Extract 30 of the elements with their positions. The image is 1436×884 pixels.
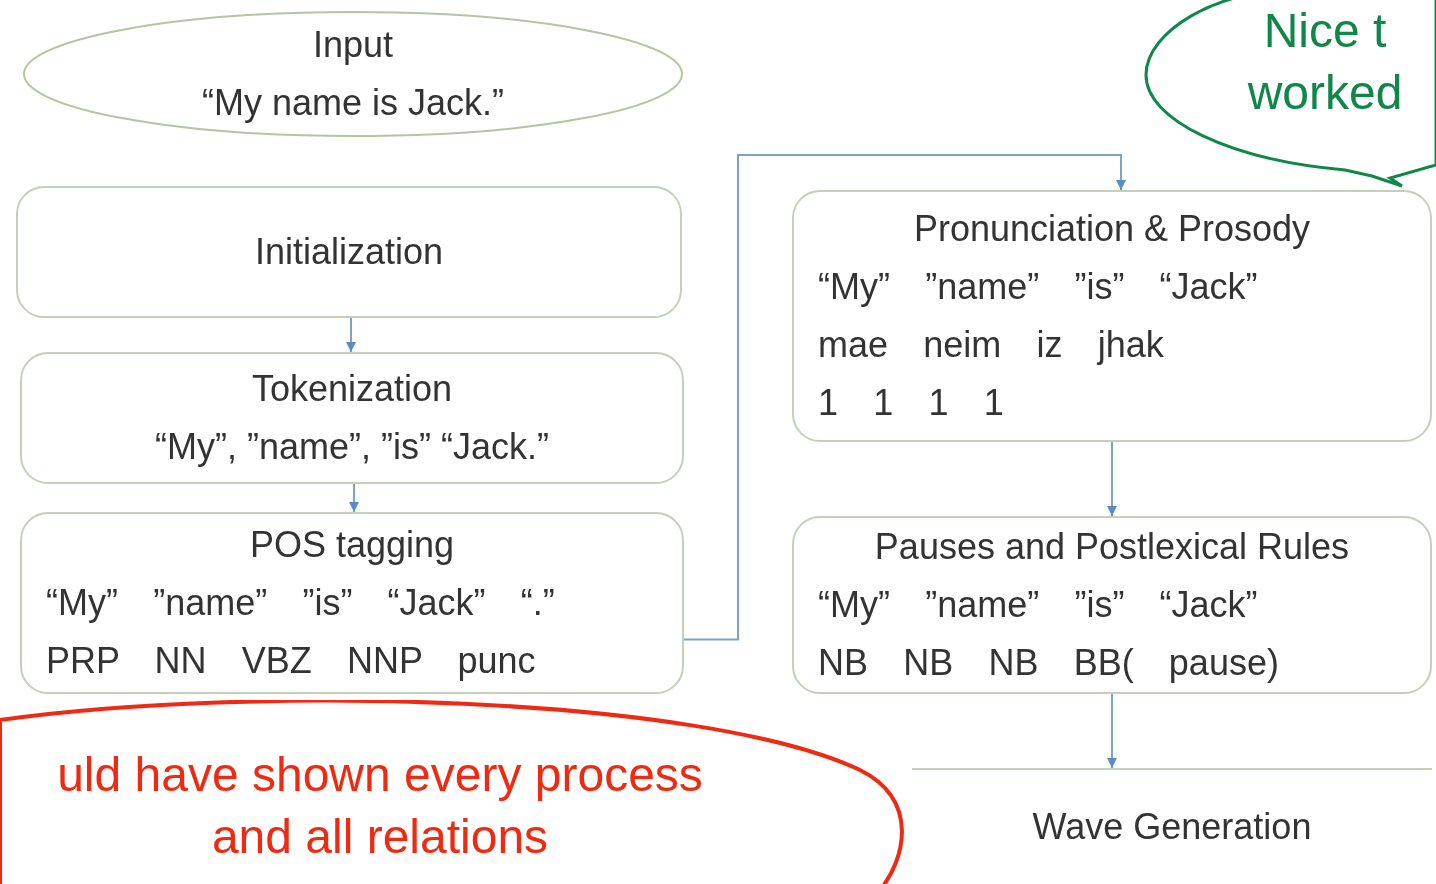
- node-title: Pauses and Postlexical Rules: [874, 525, 1350, 569]
- arrow: [349, 483, 359, 513]
- arrow: [683, 154, 1126, 641]
- arrow: [1107, 441, 1117, 517]
- node-text: “My” ”name” ”is” “Jack”: [818, 265, 1258, 309]
- node-text: “My” ”name” ”is” “Jack” “.”: [46, 581, 555, 625]
- process-box: [20, 512, 684, 694]
- process-box: [792, 516, 1432, 694]
- node-text: “My name is Jack.”: [201, 81, 504, 125]
- node-title: POS tagging: [249, 523, 455, 567]
- node-title: Initialization: [254, 230, 444, 274]
- node-title: Tokenization: [251, 367, 453, 411]
- node-title: Input: [312, 23, 394, 67]
- input-ellipse: [22, 10, 684, 138]
- node-title: uld have shown every process and all relations: [56, 747, 704, 865]
- node-title: Pronunciation & Prosody: [913, 207, 1311, 251]
- process-box: [792, 190, 1432, 442]
- node-text: 1 1 1 1: [818, 381, 1004, 425]
- arrow: [346, 317, 356, 353]
- node-text: “My” ”name” ”is” “Jack”: [818, 583, 1258, 627]
- node-title: Nice t worked: [1246, 3, 1404, 121]
- node-title: Wave Generation: [1032, 805, 1312, 849]
- node-text: PRP NN VBZ NNP punc: [46, 639, 536, 683]
- node-text: “My”, ”name”, ”is” “Jack.”: [155, 425, 549, 469]
- node-text: NB NB NB BB( pause): [818, 641, 1279, 685]
- process-box: [20, 352, 684, 484]
- arrow: [1107, 693, 1117, 769]
- node-text: mae neim iz jhak: [818, 323, 1164, 367]
- speech-bubble: [0, 700, 905, 884]
- process-box: [16, 186, 682, 318]
